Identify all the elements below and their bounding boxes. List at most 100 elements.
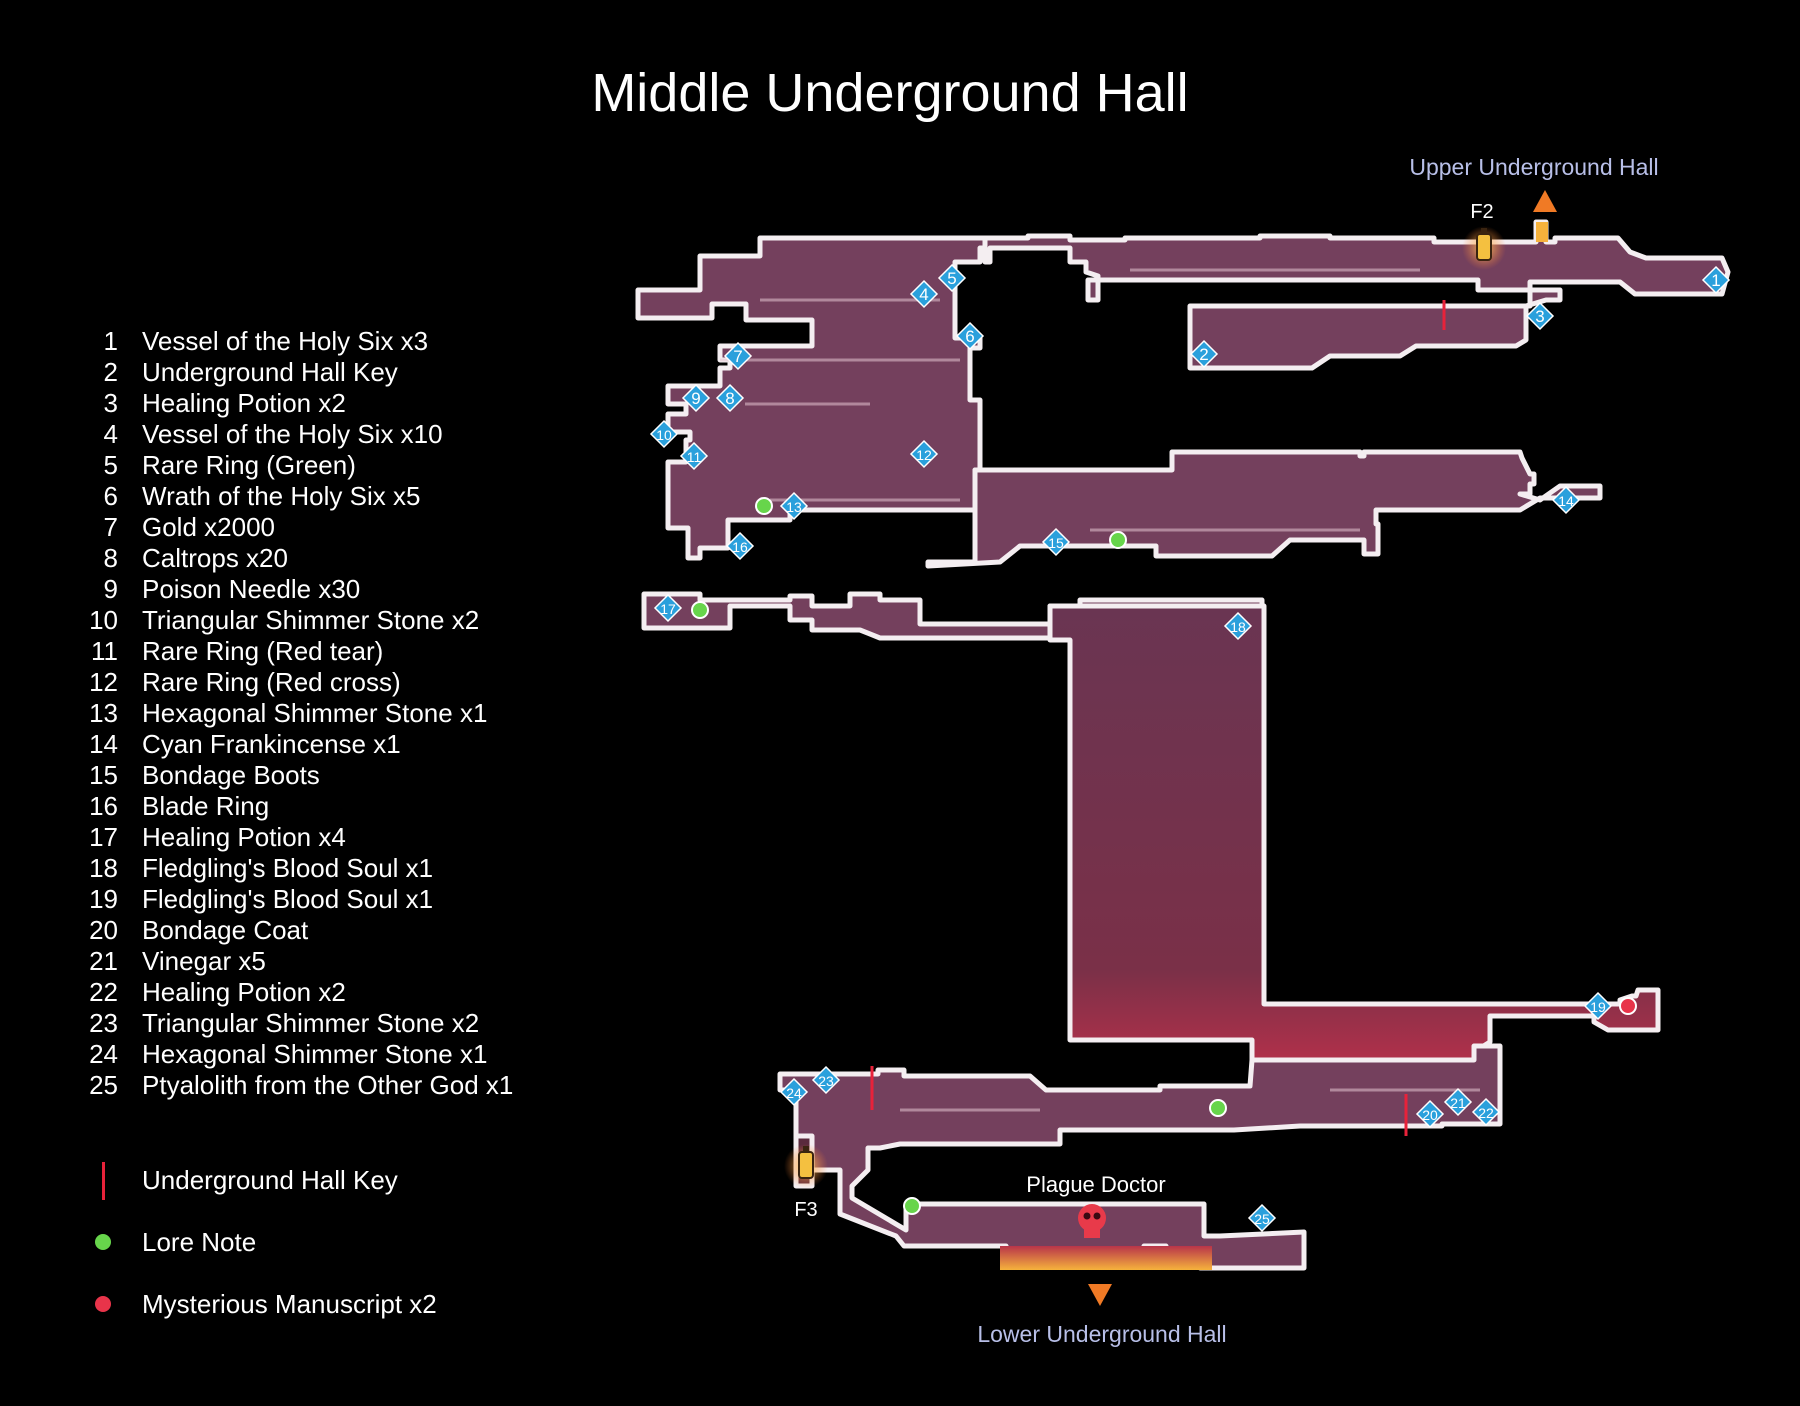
legend-item-label: Wrath of the Holy Six x5 [142,481,421,511]
item-marker: 19 [1583,991,1613,1021]
legend-item: 11 Rare Ring (Red tear) [86,636,606,667]
legend-item-label: Vessel of the Holy Six x10 [142,419,443,449]
key-mark-icon [86,1160,118,1200]
legend-item-number: 21 [89,946,118,976]
rooms [635,219,1731,1271]
legend-item-label: Hexagonal Shimmer Stone x1 [142,698,488,728]
legend-item-label: Caltrops x20 [142,543,288,573]
legend-item-number: 19 [89,884,118,914]
item-marker: 14 [1551,485,1581,515]
item-marker-number: 21 [1450,1095,1466,1111]
symbol-key-label: Underground Hall Key [142,1164,398,1195]
item-marker-number: 17 [660,601,676,617]
legend-item: 22 Healing Potion x2 [86,977,606,1008]
legend-item-number: 22 [89,977,118,1007]
legend-item-label: Triangular Shimmer Stone x2 [142,605,480,635]
item-marker-number: 13 [786,499,802,515]
item-marker: 17 [653,593,683,623]
legend-item: 13 Hexagonal Shimmer Stone x1 [86,698,606,729]
legend-item-number: 23 [89,1008,118,1038]
legend-item-label: Fledgling's Blood Soul x1 [142,884,434,914]
legend-item: 21 Vinegar x5 [86,946,606,977]
legend-item-label: Underground Hall Key [142,357,398,387]
legend-item-number: 13 [89,698,118,728]
item-marker-number: 9 [691,389,700,408]
legend-item-label: Fledgling's Blood Soul x1 [142,853,434,883]
item-marker-number: 20 [1422,1107,1438,1123]
legend-item-number: 11 [91,636,118,666]
legend-item: 8 Caltrops x20 [86,543,606,574]
legend-item-number: 9 [103,574,118,604]
legend-item-label: Rare Ring (Red tear) [142,636,384,666]
legend-item-label: Healing Potion x4 [142,822,346,852]
legend-item-label: Healing Potion x2 [142,388,346,418]
item-marker-number: 6 [965,327,974,346]
legend-item: 19 Fledgling's Blood Soul x1 [86,884,606,915]
item-marker: 7 [723,341,753,371]
legend-item-label: Healing Potion x2 [142,977,346,1007]
item-marker: 23 [811,1065,841,1095]
save-f2-label: F2 [1470,201,1493,223]
symbol-key-row: Underground Hall Key [86,1160,398,1200]
legend-item-number: 20 [89,915,118,945]
item-marker-number: 14 [1558,493,1574,509]
item-marker-number: 10 [656,427,672,443]
item-marker: 6 [955,321,985,351]
legend-item-number: 15 [89,760,118,790]
item-marker: 8 [715,383,745,413]
page-title: Middle Underground Hall [591,63,1189,123]
legend-item-number: 6 [103,481,118,511]
item-marker-number: 5 [947,269,956,288]
boss-label: Plague Doctor [1026,1172,1165,1197]
item-marker-number: 23 [818,1073,834,1089]
lore-note-icon [691,601,709,619]
lava-upper-exit [1536,222,1548,242]
item-marker: 15 [1041,527,1071,557]
item-marker: 3 [1525,301,1555,331]
lore-note-icon [86,1222,118,1262]
item-marker: 9 [681,383,711,413]
legend-item-number: 8 [103,543,118,573]
exit-up-arrow-icon [1533,190,1557,212]
item-marker: 25 [1247,1203,1277,1233]
legend-item-label: Vinegar x5 [142,946,266,976]
item-marker: 22 [1471,1097,1501,1127]
item-marker: 24 [779,1077,809,1107]
legend-item-label: Bondage Boots [142,760,320,790]
lower-exit-label: Lower Underground Hall [977,1321,1226,1347]
lore-notes [691,497,1227,1215]
legend-item-label: Blade Ring [142,791,270,821]
item-marker: 20 [1415,1099,1445,1129]
legend-item-label: Vessel of the Holy Six x3 [142,326,429,356]
lore-note-icon [755,497,773,515]
item-marker-number: 15 [1048,535,1064,551]
ledges [720,268,1480,1112]
legend-item-number: 25 [89,1070,118,1100]
item-marker-number: 11 [687,449,702,465]
item-marker: 11 [679,441,709,471]
key-marks [870,300,1446,1136]
item-marker-number: 3 [1535,307,1544,326]
room-south-corridor [777,1043,1503,1271]
lantern-f2-icon [1462,226,1506,270]
item-marker-number: 2 [1199,345,1208,364]
exit-down-arrow-icon [1088,1284,1112,1306]
save-f3-label: F3 [794,1199,817,1221]
item-marker-number: 18 [1230,619,1246,635]
legend-item-number: 12 [89,667,118,697]
legend-item-label: Gold x2000 [142,512,275,542]
lore-note-icon [903,1197,921,1215]
legend-item: 6 Wrath of the Holy Six x5 [86,481,606,512]
room-central-shaft [1047,603,1661,1063]
item-marker-number: 7 [733,347,742,366]
manuscript-icon [86,1284,118,1324]
